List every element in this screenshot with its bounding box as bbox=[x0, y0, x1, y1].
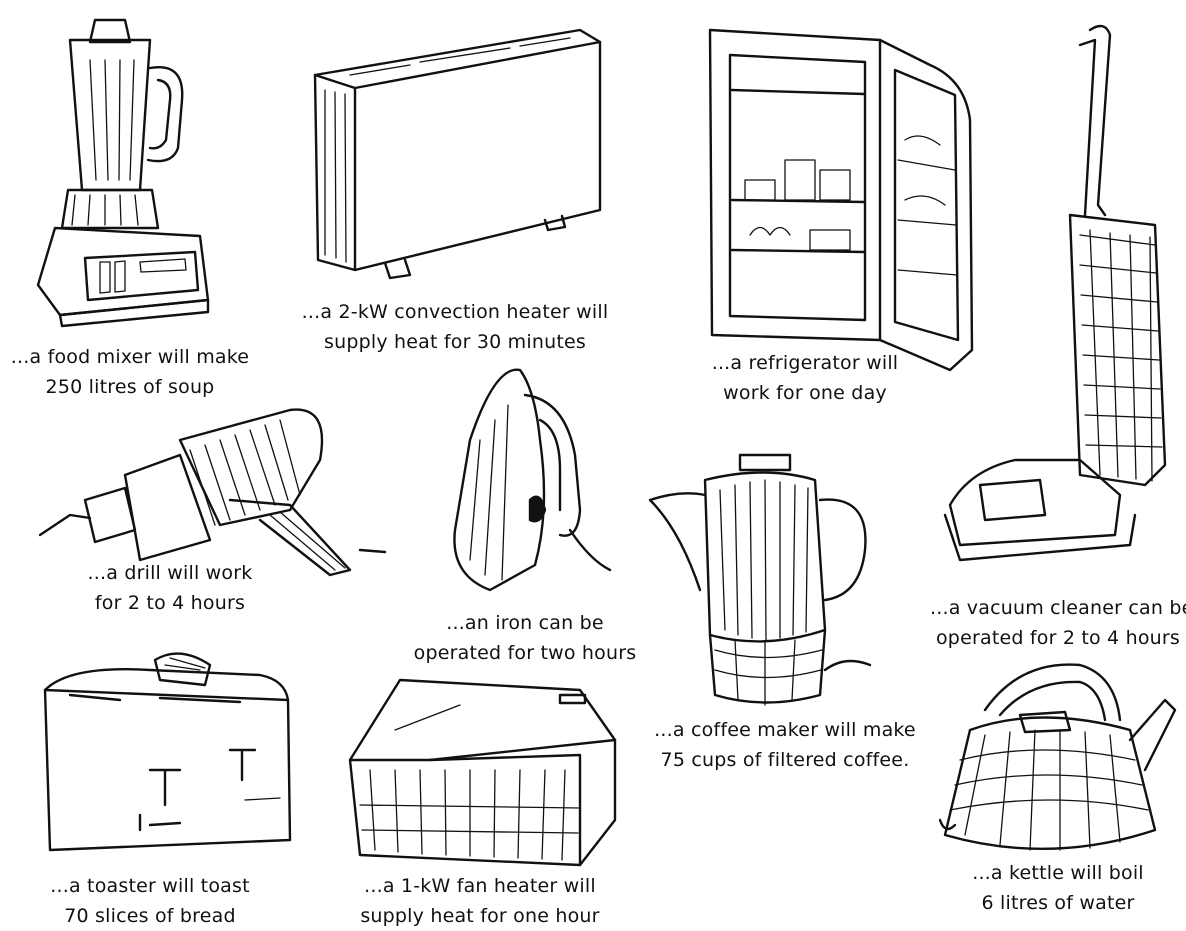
refrigerator-panel: ...a refrigerator will work for one day bbox=[700, 20, 1000, 410]
coffee-maker-caption: ...a coffee maker will make 75 cups of f… bbox=[640, 715, 930, 775]
kettle-illustration bbox=[938, 663, 1177, 851]
convection-heater-caption-line1: ...a 2-kW convection heater will bbox=[301, 301, 609, 323]
coffee-maker-caption-line1: ...a coffee maker will make bbox=[654, 719, 916, 741]
toaster-caption-line2: 70 slices of bread bbox=[64, 905, 236, 927]
toaster-panel: ...a toaster will toast 70 slices of bre… bbox=[30, 640, 310, 931]
coffee-maker-illustration bbox=[648, 453, 872, 706]
refrigerator-illustration bbox=[708, 28, 974, 372]
drill-illustration bbox=[38, 408, 387, 577]
convection-heater-caption-line2: supply heat for 30 minutes bbox=[324, 331, 586, 353]
toaster-illustration bbox=[43, 652, 292, 852]
refrigerator-caption-line1: ...a refrigerator will bbox=[711, 352, 899, 374]
coffee-maker-caption-line2: 75 cups of filtered coffee. bbox=[660, 749, 910, 771]
food-mixer-caption-line2: 250 litres of soup bbox=[45, 376, 215, 398]
kettle-caption: ...a kettle will boil 6 litres of water bbox=[930, 858, 1186, 918]
refrigerator-caption-line2: work for one day bbox=[723, 382, 887, 404]
vacuum-cleaner-caption-line2: operated for 2 to 4 hours bbox=[935, 627, 1181, 649]
food-mixer-caption: ...a food mixer will make 250 litres of … bbox=[0, 342, 260, 402]
toaster-caption: ...a toaster will toast 70 slices of bre… bbox=[30, 871, 270, 931]
fan-heater-caption: ...a 1-kW fan heater will supply heat fo… bbox=[340, 871, 620, 931]
kettle-panel: ...a kettle will boil 6 litres of water bbox=[930, 660, 1186, 931]
iron-panel: ...an iron can be operated for two hours bbox=[400, 360, 650, 670]
drill-caption-line1: ...a drill will work bbox=[87, 562, 253, 584]
kettle-caption-line2: 6 litres of water bbox=[981, 892, 1135, 914]
kettle-caption-line1: ...a kettle will boil bbox=[972, 862, 1144, 884]
vacuum-cleaner-caption-line1: ...a vacuum cleaner can be bbox=[930, 597, 1186, 619]
convection-heater-caption: ...a 2-kW convection heater will supply … bbox=[290, 297, 620, 357]
iron-caption-line1: ...an iron can be bbox=[446, 612, 604, 634]
food-mixer-panel: ...a food mixer will make 250 litres of … bbox=[0, 0, 260, 410]
drill-panel: ...a drill will work for 2 to 4 hours bbox=[30, 400, 390, 620]
iron-caption: ...an iron can be operated for two hours bbox=[400, 608, 650, 668]
drill-caption-line2: for 2 to 4 hours bbox=[94, 592, 246, 614]
food-mixer-caption-line1: ...a food mixer will make bbox=[10, 346, 250, 368]
iron-caption-line2: operated for two hours bbox=[413, 642, 637, 664]
vacuum-cleaner-panel: ...a vacuum cleaner can be operated for … bbox=[930, 15, 1186, 655]
coffee-maker-panel: ...a coffee maker will make 75 cups of f… bbox=[640, 450, 930, 780]
iron-illustration bbox=[453, 368, 612, 592]
fan-heater-panel: ...a 1-kW fan heater will supply heat fo… bbox=[340, 670, 620, 931]
vacuum-cleaner-caption: ...a vacuum cleaner can be operated for … bbox=[930, 593, 1186, 653]
fan-heater-caption-line1: ...a 1-kW fan heater will bbox=[364, 875, 596, 897]
refrigerator-caption: ...a refrigerator will work for one day bbox=[700, 348, 910, 408]
food-mixer-illustration bbox=[36, 18, 210, 328]
vacuum-cleaner-illustration bbox=[943, 24, 1167, 562]
convection-heater-illustration bbox=[313, 28, 602, 280]
drill-caption: ...a drill will work for 2 to 4 hours bbox=[30, 558, 310, 618]
fan-heater-illustration bbox=[348, 678, 617, 867]
toaster-caption-line1: ...a toaster will toast bbox=[50, 875, 250, 897]
fan-heater-caption-line2: supply heat for one hour bbox=[360, 905, 600, 927]
convection-heater-panel: ...a 2-kW convection heater will supply … bbox=[290, 20, 620, 360]
